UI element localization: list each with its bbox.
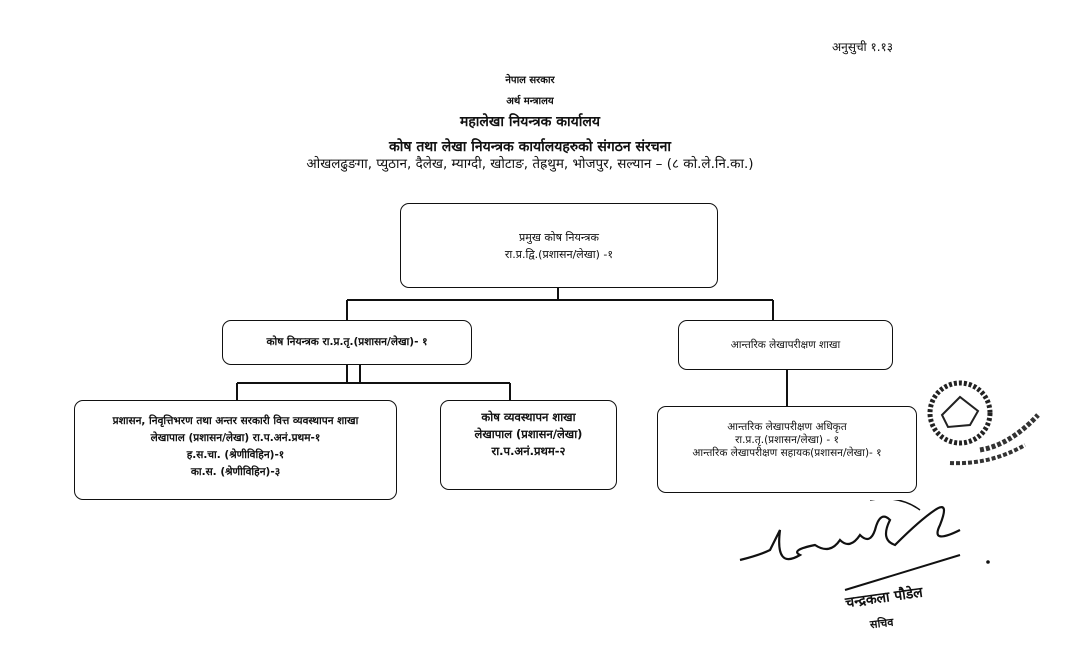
box-line: प्रमुख कोष नियन्त्रक bbox=[519, 230, 599, 244]
box-line: आन्तरिक लेखापरीक्षण सहायक(प्रशासन/लेखा)-… bbox=[692, 447, 882, 459]
header-ministry: अर्थ मन्त्रालय bbox=[506, 96, 554, 107]
box-line: ह.स.चा. (श्रेणीविहिन)-१ bbox=[186, 449, 285, 461]
header-office: महालेखा नियन्त्रक कार्यालय bbox=[459, 114, 601, 130]
header-districts: ओखलढुङगा, प्युठान, दैलेख, म्याग्दी, खोटा… bbox=[306, 156, 754, 172]
box-line: रा.प.अनं.प्रथम-२ bbox=[491, 444, 566, 458]
box-line: कोष नियन्त्रक रा.प्र.तृ.(प्रशासन/लेखा)- … bbox=[266, 336, 428, 348]
internal-audit-staff-box: आन्तरिक लेखापरीक्षण अधिकृत रा.प्र.तृ.(प्… bbox=[657, 406, 917, 493]
annex-label: अनुसुची १.१३ bbox=[832, 40, 894, 54]
official-seal bbox=[927, 380, 1040, 466]
chief-treasury-controller-box: प्रमुख कोष नियन्त्रक रा.प्र.द्वि.(प्रशास… bbox=[400, 203, 718, 288]
administration-pension-section-box: प्रशासन, निवृत्तिभरण तथा अन्तर सरकारी वि… bbox=[74, 400, 397, 500]
page-title: कोष तथा लेखा नियन्त्रक कार्यालयहरुको संग… bbox=[388, 139, 672, 155]
box-line: कोष व्यवस्थापन शाखा bbox=[481, 410, 576, 424]
box-line: का.स. (श्रेणीविहिन)-३ bbox=[190, 466, 281, 478]
box-line: रा.प्र.द्वि.(प्रशासन/लेखा) -१ bbox=[504, 247, 614, 261]
internal-audit-section-box: आन्तरिक लेखापरीक्षण शाखा bbox=[678, 320, 893, 370]
box-line: रा.प्र.तृ.(प्रशासन/लेखा) - १ bbox=[735, 434, 839, 446]
box-line: प्रशासन, निवृत्तिभरण तथा अन्तर सरकारी वि… bbox=[112, 415, 359, 427]
signatory-title: सचिव bbox=[869, 615, 895, 632]
box-line: लेखापाल (प्रशासन/लेखा) bbox=[474, 427, 583, 441]
treasury-management-section-box: कोष व्यवस्थापन शाखा लेखापाल (प्रशासन/लेख… bbox=[440, 400, 617, 490]
box-line: आन्तरिक लेखापरीक्षण अधिकृत bbox=[727, 421, 847, 433]
signature bbox=[739, 500, 990, 591]
box-line: आन्तरिक लेखापरीक्षण शाखा bbox=[730, 338, 841, 351]
header-government: नेपाल सरकार bbox=[505, 75, 555, 86]
treasury-controller-box: कोष नियन्त्रक रा.प्र.तृ.(प्रशासन/लेखा)- … bbox=[222, 320, 472, 365]
box-line: लेखापाल (प्रशासन/लेखा) रा.प.अनं.प्रथम-१ bbox=[150, 432, 321, 444]
